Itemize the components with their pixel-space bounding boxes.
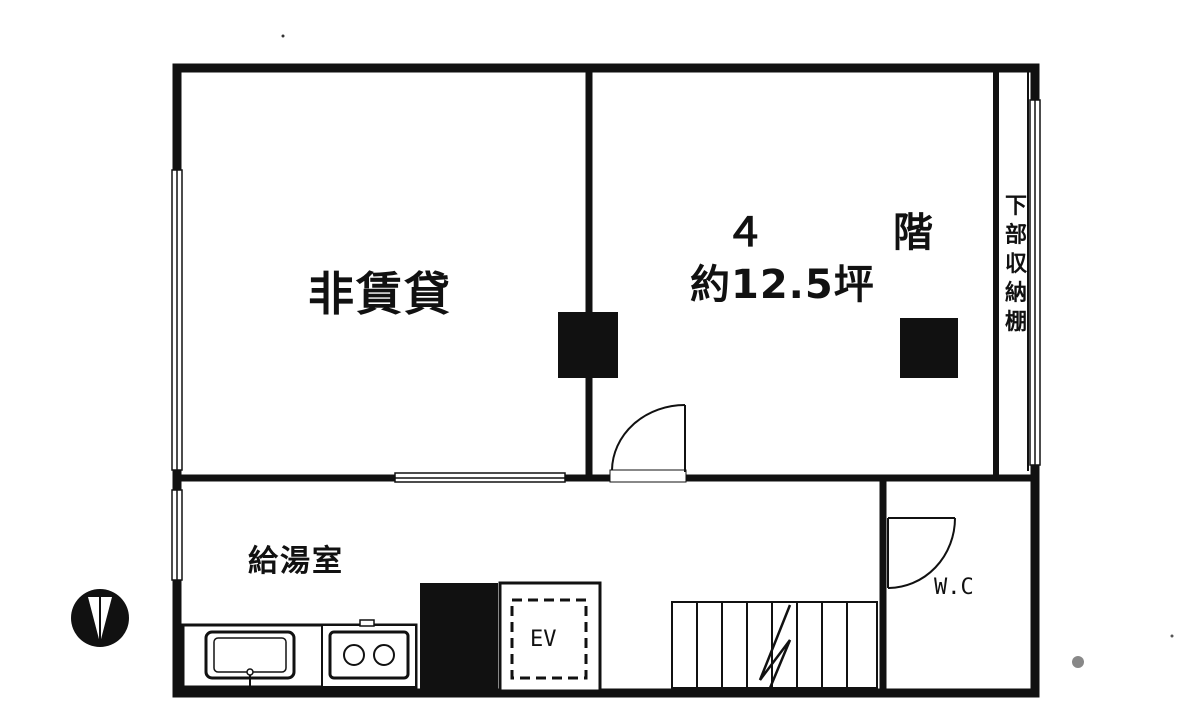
right-window: [1029, 99, 1041, 466]
room-label-non-rental: 非賃貸: [308, 267, 452, 321]
storage-shelf-label: 下部収納棚: [1004, 194, 1027, 335]
gas-stove-icon: [328, 619, 410, 680]
elevator-label: EV: [530, 627, 557, 652]
pillar-right: [900, 318, 958, 378]
sink-icon: [204, 630, 296, 686]
speck-mark: [1072, 656, 1084, 668]
room-label-toilet: W.C: [934, 575, 974, 600]
wc-door-icon: [887, 517, 956, 589]
floor-label: ４ 階: [725, 210, 977, 256]
room-label-kitchenette: 給湯室: [248, 544, 344, 579]
door-swing-icon: [609, 404, 687, 483]
pillar-center: [558, 312, 618, 378]
elevator-icon: [498, 581, 602, 693]
shaft-block: [420, 583, 498, 691]
floor-area-label: 約12.5坪: [690, 262, 875, 308]
sliding-opening: [394, 472, 566, 483]
north-arrow-icon: [71, 589, 129, 647]
left-window: [171, 169, 183, 581]
outer-wall: [172, 63, 1040, 698]
stairs-icon: [671, 601, 878, 689]
